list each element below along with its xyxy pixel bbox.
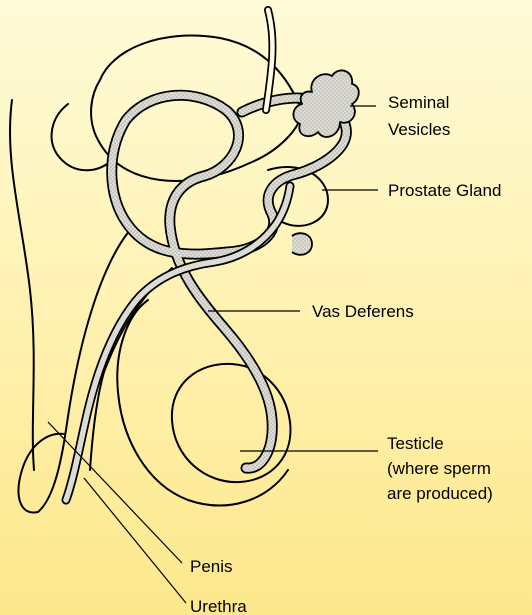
- bulbourethral-gland: [292, 233, 312, 255]
- prostate-gland-label: Prostate Gland: [388, 181, 501, 200]
- seminal-vesicles-label-line-2: Vesicles: [388, 120, 450, 139]
- urethra-label: Urethra: [190, 597, 247, 615]
- vas-deferens-label: Vas Deferens: [312, 302, 414, 321]
- testicle-label-line-1: Testicle: [387, 434, 444, 453]
- testicle-label-line-2: (where sperm: [387, 459, 491, 478]
- penis-label: Penis: [190, 557, 233, 576]
- testicle-label-line-3: are produced): [387, 484, 493, 503]
- seminal-vesicles-label-line-1: Seminal: [388, 93, 449, 112]
